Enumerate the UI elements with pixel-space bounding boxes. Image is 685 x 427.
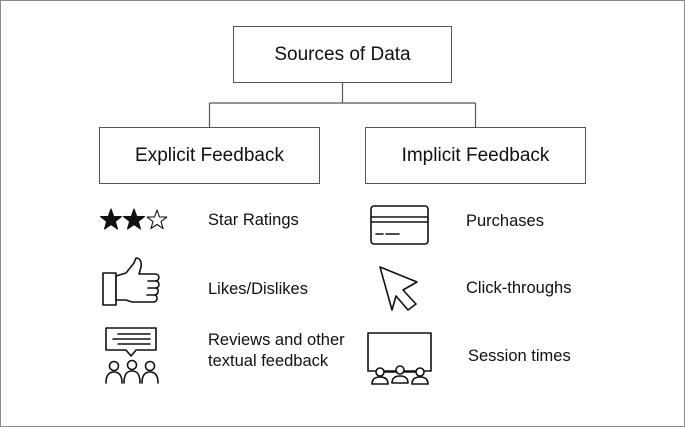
reviews-speech-bubble-icon — [105, 327, 159, 384]
explicit-feedback-label: Explicit Feedback — [135, 144, 284, 166]
star-ratings-label: Star Ratings — [208, 211, 299, 229]
root-node: Sources of Data — [233, 26, 452, 83]
thumbs-up-icon — [102, 257, 160, 306]
credit-card-icon — [370, 205, 429, 245]
implicit-feedback-label: Implicit Feedback — [401, 144, 550, 166]
explicit-feedback-node: Explicit Feedback — [99, 127, 320, 184]
screen-audience-icon — [367, 332, 432, 385]
session-times-label: Session times — [468, 347, 571, 365]
root-node-label: Sources of Data — [274, 43, 411, 65]
click-throughs-label: Click-throughs — [466, 279, 572, 297]
likes-dislikes-label: Likes/Dislikes — [208, 280, 308, 298]
cursor-arrow-icon — [379, 266, 418, 311]
implicit-feedback-node: Implicit Feedback — [365, 127, 586, 184]
star-rating-icon — [99, 208, 168, 230]
reviews-label: Reviews and other textual feedback — [208, 331, 345, 370]
purchases-label: Purchases — [466, 212, 544, 230]
